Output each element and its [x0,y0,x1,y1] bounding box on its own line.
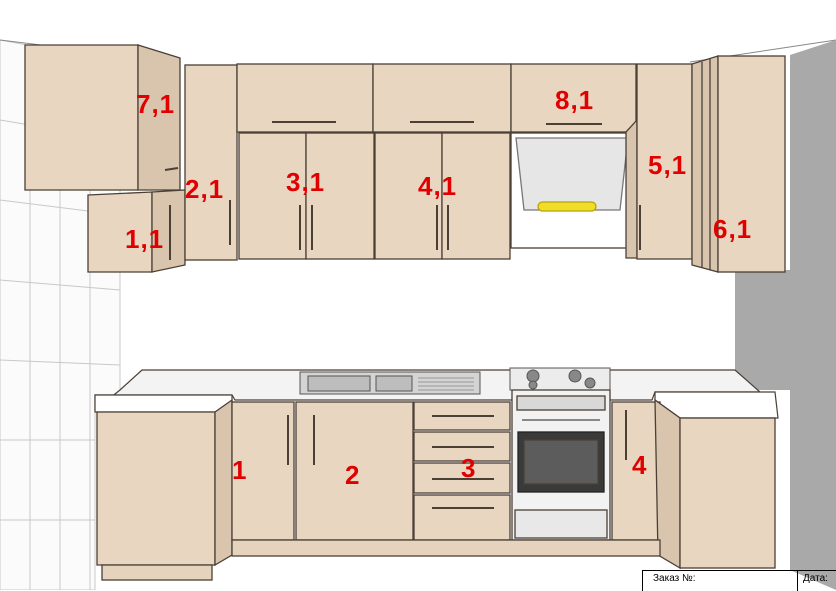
label-base-2: 2 [345,460,361,490]
label-upper-3-1: 3,1 [286,167,326,197]
base-cabinet-2 [295,401,414,541]
order-number-label: Заказ №: [653,573,696,584]
base-cabinet-4 [611,401,661,541]
label-base-3: 3 [461,453,477,483]
upper-cabinet-3-1 [238,132,375,260]
upper-cabinet-7-1 [24,44,181,191]
upper-cabinet-5-1 [625,63,693,260]
upper-cabinet-4-1 [374,132,511,260]
base-right-end-unit [654,398,776,570]
label-upper-6-1: 6,1 [713,214,753,244]
gas-cooktop [509,367,611,391]
title-block: Заказ №: Дата: [642,570,836,591]
upper-cabinet-2-1 [184,64,238,261]
stove [511,389,611,541]
range-hood-8-1 [510,132,634,249]
base-cabinet-3-drawers [413,401,511,541]
upper-top-row [236,63,637,133]
right-wall [790,40,836,590]
sink [299,371,481,395]
label-upper-1-1: 1,1 [125,224,165,254]
label-upper-7-1: 7,1 [136,89,176,119]
upper-cabinet-1-1 [87,189,186,273]
base-cabinet-1 [231,401,295,541]
upper-cabinet-6-1 [691,55,786,273]
label-upper-2-1: 2,1 [185,174,225,204]
label-base-1: 1 [232,455,248,485]
label-upper-5-1: 5,1 [648,150,688,180]
date-label: Дата: [803,573,828,584]
label-upper-8-1: 8,1 [555,85,595,115]
base-left-end-panel [96,398,233,581]
label-upper-4-1: 4,1 [418,171,458,201]
label-base-4: 4 [632,450,648,480]
